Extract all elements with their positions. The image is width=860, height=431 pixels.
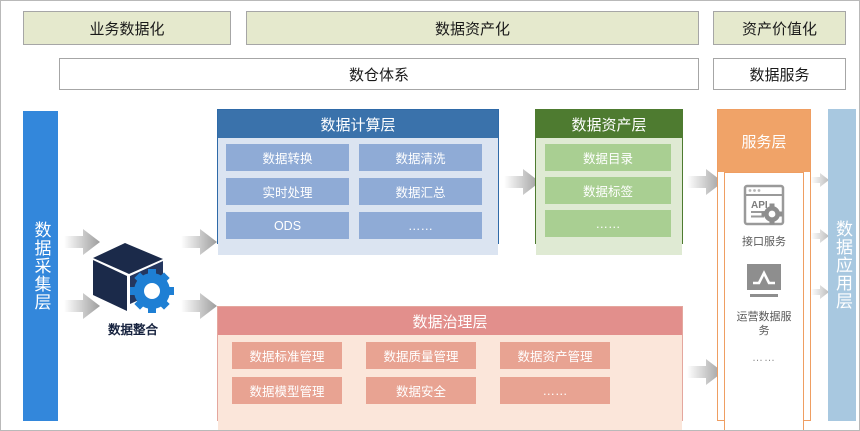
application-layer-label: 数据应用层: [833, 220, 853, 310]
phase-banner-data-assetization: 数据资产化: [246, 11, 699, 45]
system-label: 数仓体系: [348, 66, 409, 84]
phase-banner-business-datafication: 业务数据化: [23, 11, 231, 45]
compute-layer-items: 数据转换 数据清洗 实时处理 数据汇总 ODS ……: [218, 138, 498, 255]
arrow-asset-to-service: [687, 169, 723, 195]
system-banner-data-service: 数据服务: [713, 58, 846, 90]
arrow-service-to-application-2: [811, 229, 829, 243]
asset-item[interactable]: 数据目录: [545, 144, 671, 171]
asset-layer-items: 数据目录 数据标签 ……: [536, 138, 682, 255]
collection-layer-column: 数据采集层: [23, 111, 58, 421]
phase-label: 资产价值化: [741, 20, 817, 38]
arrow-collection-to-integration-top: [64, 229, 100, 255]
compute-item[interactable]: 数据清洗: [359, 144, 482, 171]
system-label: 数据服务: [749, 66, 810, 84]
api-window-icon: API: [742, 183, 786, 232]
compute-item[interactable]: ……: [359, 212, 482, 239]
integration-label: 数据整合: [107, 323, 158, 337]
arrow-service-to-application-3: [811, 285, 829, 299]
arrow-collection-to-integration-bottom: [64, 293, 100, 319]
arrow-integration-to-governance: [181, 293, 217, 319]
compute-item[interactable]: 数据汇总: [359, 178, 482, 205]
arrow-service-to-application-1: [811, 173, 829, 187]
governance-item[interactable]: ……: [500, 377, 610, 404]
service-layer-items: API 接口服务: [724, 172, 804, 430]
arrow-compute-to-asset: [504, 169, 540, 195]
compute-layer-title: 数据计算层: [218, 110, 498, 138]
asset-item[interactable]: ……: [545, 210, 671, 237]
governance-layer-card: 数据治理层 数据标准管理 数据质量管理 数据资产管理 数据模型管理 数据安全 ……: [217, 306, 683, 430]
governance-item[interactable]: 数据安全: [366, 377, 476, 404]
service-layer-card: 服务层 API: [717, 109, 811, 430]
compute-item[interactable]: ODS: [226, 212, 349, 239]
svg-text:API: API: [751, 200, 768, 211]
compute-layer-card: 数据计算层 数据转换 数据清洗 实时处理 数据汇总 ODS ……: [217, 109, 499, 255]
governance-item[interactable]: 数据标准管理: [232, 342, 342, 369]
governance-item[interactable]: 数据资产管理: [500, 342, 610, 369]
service-item-label: 接口服务: [742, 236, 786, 248]
asset-layer-title: 数据资产层: [536, 110, 682, 138]
phase-label: 业务数据化: [89, 20, 165, 38]
cube-gear-icon: [89, 241, 177, 313]
collection-layer-label: 数据采集层: [31, 221, 51, 311]
compute-item[interactable]: 数据转换: [226, 144, 349, 171]
asset-layer-card: 数据资产层 数据目录 数据标签 ……: [535, 109, 683, 255]
asset-item[interactable]: 数据标签: [545, 177, 671, 204]
governance-item[interactable]: 数据质量管理: [366, 342, 476, 369]
compute-item[interactable]: 实时处理: [226, 178, 349, 205]
arrow-integration-to-compute: [181, 229, 217, 255]
service-more-label: ……: [752, 352, 776, 365]
phase-banner-asset-valuation: 资产价值化: [713, 11, 846, 45]
monitor-chart-icon: [742, 262, 786, 307]
phase-label: 数据资产化: [434, 20, 510, 38]
governance-layer-title: 数据治理层: [218, 307, 682, 335]
arrow-governance-to-service: [687, 359, 723, 385]
service-item-label: 运营数据服务: [736, 310, 792, 337]
application-layer-column: 数据应用层: [828, 109, 856, 421]
governance-layer-items: 数据标准管理 数据质量管理 数据资产管理 数据模型管理 数据安全 ……: [218, 335, 682, 430]
service-layer-title: 服务层: [718, 110, 810, 172]
system-banner-data-warehouse: 数仓体系: [59, 58, 699, 90]
governance-item[interactable]: 数据模型管理: [232, 377, 342, 404]
